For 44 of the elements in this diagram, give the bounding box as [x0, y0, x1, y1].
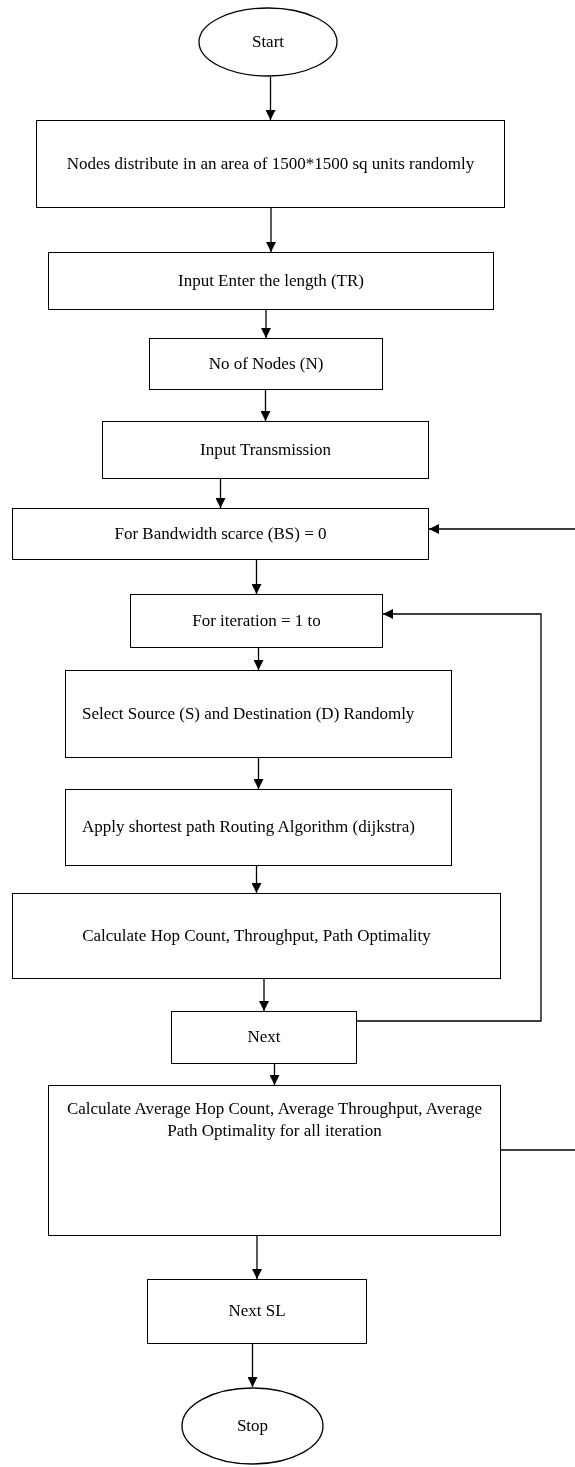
arrow — [266, 207, 276, 253]
step-text: Next SL — [227, 1300, 287, 1323]
step-text: Nodes distribute in an area of 1500*1500 sq units randomly — [65, 152, 476, 175]
step-text: For Bandwidth scarce (BS) = 0 — [113, 522, 328, 545]
step-text: Input Enter the length (TR) — [177, 269, 365, 292]
process-box — [36, 120, 505, 208]
arrow — [260, 389, 271, 422]
step-text: Calculate Average Hop Count, Average Throughput, Average Path Optimality for all iteration — [65, 1098, 484, 1143]
arrow — [247, 1343, 258, 1388]
arrow — [252, 1235, 262, 1280]
process-box — [171, 1011, 357, 1064]
process-box — [130, 594, 383, 648]
arrow — [269, 1063, 280, 1086]
step-text: Select Source (S) and Destination (D) Randomly — [81, 702, 416, 725]
process-box — [12, 893, 501, 979]
process-box — [48, 1085, 501, 1236]
step-text: Input Transmission — [199, 438, 332, 461]
arrow — [253, 757, 264, 790]
process-box — [65, 670, 452, 758]
arrow — [253, 647, 264, 671]
arrow — [215, 478, 226, 509]
process-box — [12, 508, 429, 560]
step-text: Next — [246, 1026, 282, 1049]
arrow — [259, 978, 269, 1012]
connector-line — [500, 1149, 575, 1151]
process-box — [147, 1279, 367, 1344]
step-text: No of Nodes (N) — [207, 352, 325, 375]
step-text: Apply shortest path Routing Algorithm (dijkstra) — [81, 816, 416, 839]
arrow — [428, 524, 575, 534]
terminal-ellipse — [198, 7, 338, 77]
step-text: Calculate Hop Count, Throughput, Path Optimality — [81, 924, 432, 947]
process-box — [48, 252, 494, 310]
step-text: Stop — [235, 1414, 270, 1437]
process-box — [149, 338, 383, 390]
arrow — [356, 609, 542, 1022]
arrow — [251, 865, 262, 894]
step-text: Start — [250, 30, 286, 53]
terminal-ellipse — [181, 1387, 324, 1465]
process-box — [65, 789, 452, 866]
arrow — [251, 559, 262, 595]
process-box — [102, 421, 429, 479]
arrow — [261, 309, 271, 339]
step-text: For iteration = 1 to — [191, 609, 322, 632]
arrow — [265, 76, 276, 121]
